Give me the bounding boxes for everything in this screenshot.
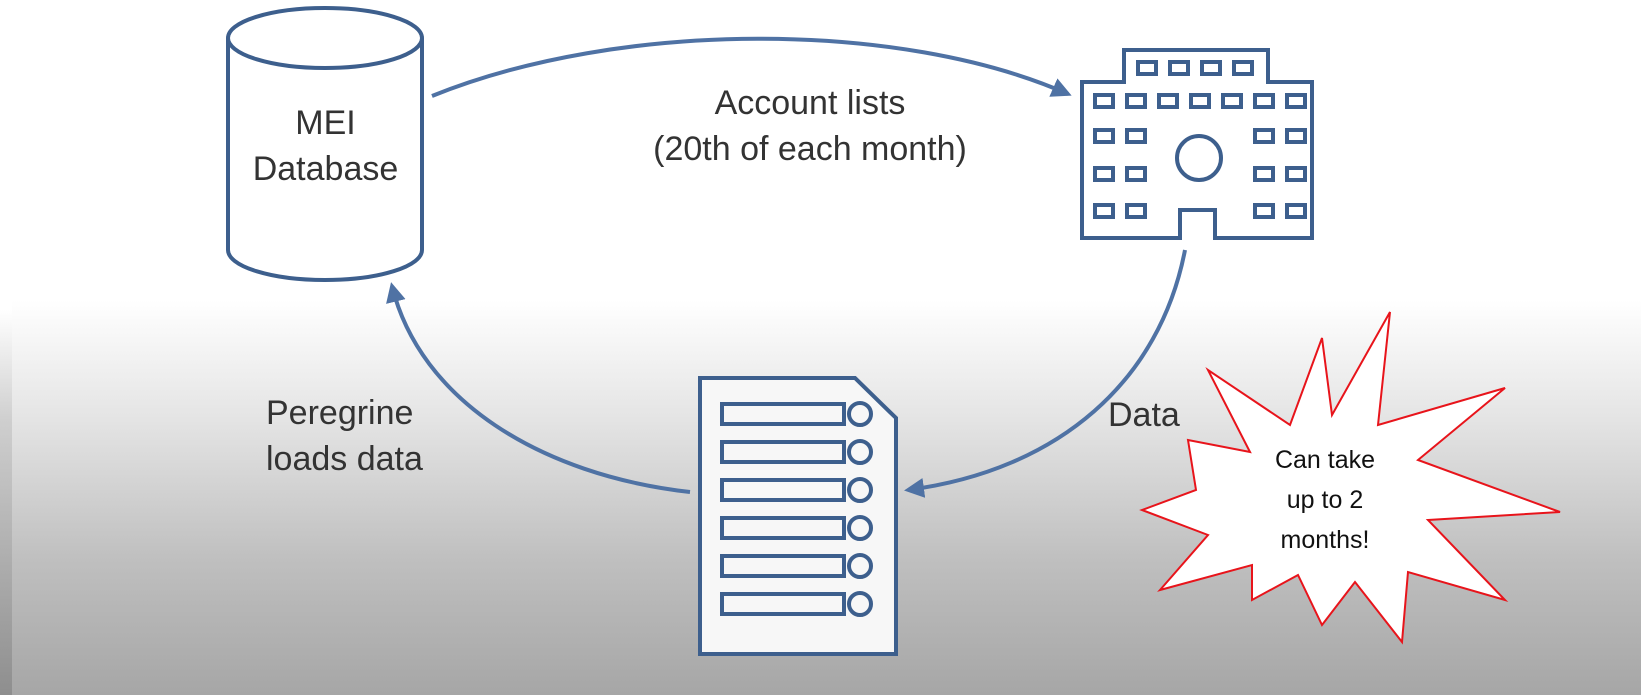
account-lists-line2: (20th of each month) xyxy=(653,130,967,168)
data-label: Data xyxy=(1108,396,1180,434)
arrow-account-lists xyxy=(431,36,1072,98)
server-file-icon xyxy=(698,376,898,656)
callout-line3: months! xyxy=(1280,526,1370,554)
account-lists-label: Account lists (20th of each month) xyxy=(600,80,1020,172)
database-label: MEI Database xyxy=(228,100,423,192)
arrow-peregrine-loads xyxy=(386,282,691,494)
callout-line2: up to 2 xyxy=(1286,486,1364,514)
arrow-data xyxy=(904,249,1187,498)
peregrine-line2: loads data xyxy=(266,440,423,478)
callout-text: Can take up to 2 months! xyxy=(1240,440,1410,560)
callout-line1: Can take xyxy=(1274,446,1376,474)
account-lists-line1: Account lists xyxy=(714,84,906,122)
left-edge-shade xyxy=(0,0,12,695)
database-label-line1: MEI xyxy=(295,104,356,142)
database-icon xyxy=(226,6,424,282)
peregrine-label: Peregrine loads data xyxy=(266,390,423,482)
peregrine-line1: Peregrine xyxy=(266,394,414,432)
starburst-callout xyxy=(1139,311,1561,645)
building-icon xyxy=(1080,48,1314,240)
database-label-line2: Database xyxy=(252,150,399,188)
